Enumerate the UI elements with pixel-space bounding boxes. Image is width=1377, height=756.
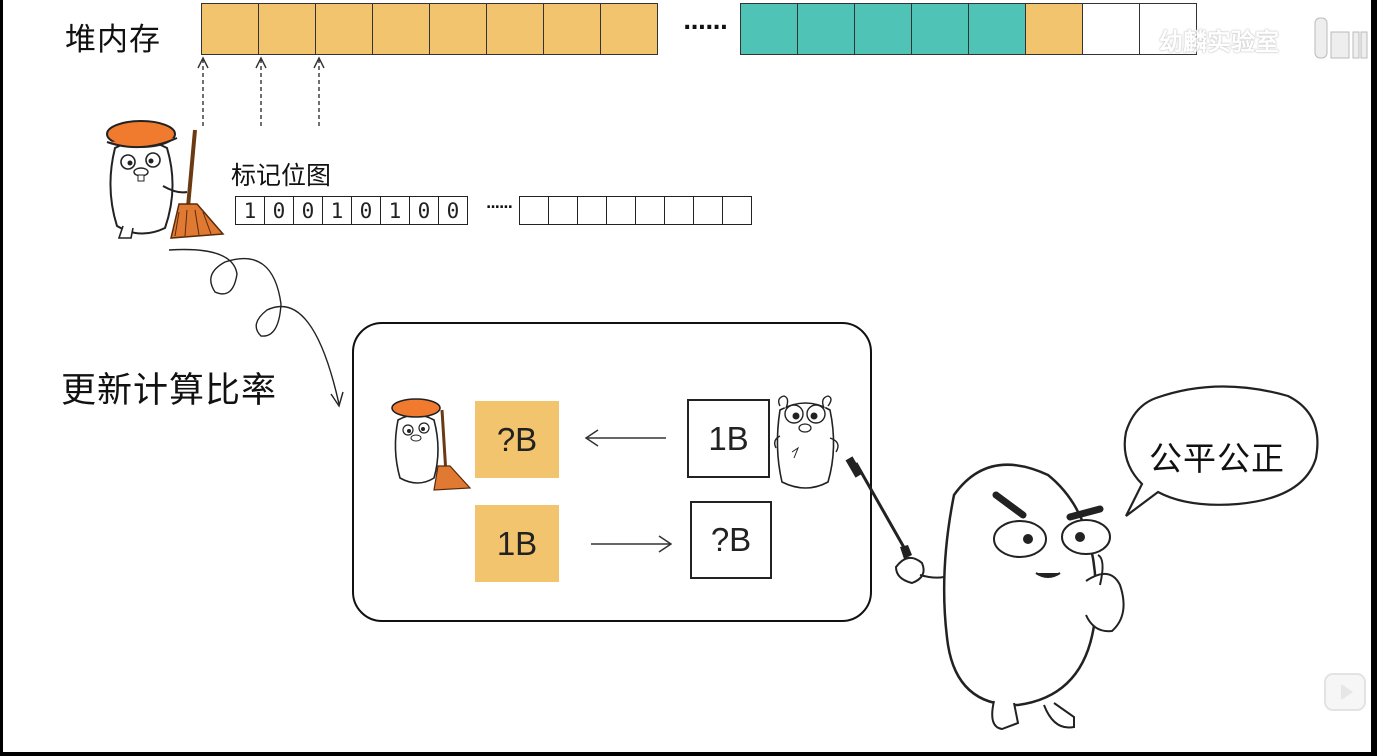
heap-cell	[429, 3, 487, 55]
mark-bitmap-label: 标记位图	[231, 161, 332, 190]
bitmap-cell	[664, 196, 694, 225]
heap-cell	[486, 3, 544, 55]
heap-cell	[911, 3, 969, 55]
heap-cell	[1082, 3, 1140, 55]
watermark-text: 幼麟实验室	[1159, 28, 1279, 56]
heap-cells-left	[201, 3, 658, 55]
heap-memory-label: 堆内存	[65, 22, 161, 58]
heap-cell	[854, 3, 912, 55]
heap-cell	[258, 3, 316, 55]
sweeper-credit-box: ?B	[475, 401, 559, 478]
bitmap-cell: 0	[264, 196, 294, 225]
bitmap-cell: 0	[438, 196, 468, 225]
heap-cell	[968, 3, 1026, 55]
heap-cell	[1025, 3, 1083, 55]
heap-cell	[740, 3, 798, 55]
bitmap-cell: 1	[235, 196, 265, 225]
bitmap-cell	[722, 196, 752, 225]
bitmap-cell: 1	[380, 196, 410, 225]
bitmap-cell: 0	[351, 196, 381, 225]
bitmap-cell: 1	[322, 196, 352, 225]
speech-text: 公平公正	[1149, 439, 1285, 478]
sweeper-byte-box: 1B	[475, 505, 559, 582]
speech-bubble	[1123, 385, 1319, 517]
bitmap-cell	[548, 196, 578, 225]
bitmap-cell	[693, 196, 723, 225]
bitmap-cell	[606, 196, 636, 225]
bitmap-cell	[635, 196, 665, 225]
bitmap-cells-right	[519, 196, 752, 225]
heap-ellipsis: ......	[683, 10, 728, 35]
arrow-right	[591, 535, 673, 553]
scan-arrows	[197, 56, 325, 126]
arrow-left	[584, 429, 666, 447]
bilibili-logo-icon	[1314, 17, 1368, 59]
bitmap-cell	[577, 196, 607, 225]
credit-exchange-panel: ?B 1B 1B ?B	[352, 322, 872, 622]
heap-cell	[797, 3, 855, 55]
allocator-credit-box: ?B	[690, 501, 772, 579]
update-ratio-label: 更新计算比率	[61, 371, 278, 411]
heap-cell	[543, 3, 601, 55]
heap-cell	[315, 3, 373, 55]
bitmap-cell	[519, 196, 549, 225]
heap-cell	[600, 3, 658, 55]
motion-trail	[168, 248, 344, 408]
heap-cell	[1139, 3, 1197, 55]
bitmap-ellipsis: ......	[486, 196, 513, 212]
heap-cell	[201, 3, 259, 55]
allocator-byte-box: 1B	[687, 399, 770, 478]
sweeper-gopher	[106, 120, 225, 239]
mini-sweeper-gopher	[391, 398, 472, 491]
heap-cells-right	[740, 3, 1197, 55]
play-icon	[1324, 673, 1366, 711]
egg-character	[845, 456, 1125, 731]
bitmap-cell: 0	[293, 196, 323, 225]
allocator-gopher	[773, 395, 839, 489]
bitmap-cell: 0	[409, 196, 439, 225]
heap-cell	[372, 3, 430, 55]
